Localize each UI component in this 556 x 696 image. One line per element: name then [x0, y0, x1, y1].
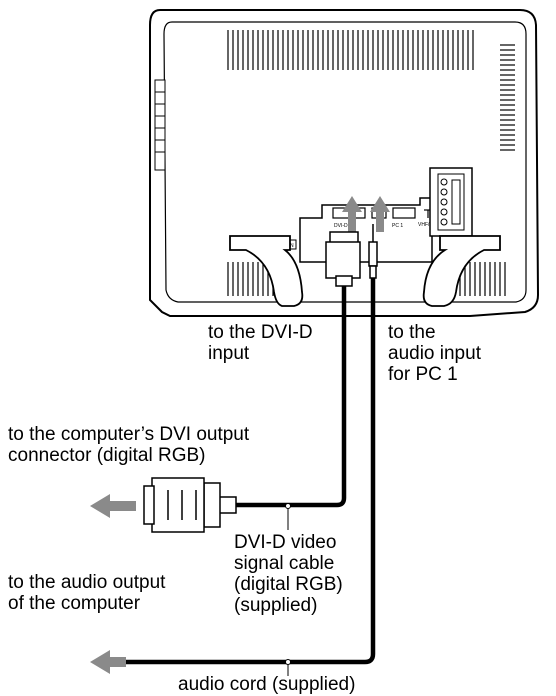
audio-output-label: to the audio output of the computer	[8, 572, 166, 614]
arrow-up-icon	[342, 196, 390, 232]
dvi-cable	[236, 286, 347, 508]
pc-port-label: PC 1	[392, 223, 403, 229]
dvi-port-label: DVI-D	[334, 223, 348, 229]
side-buttons	[154, 79, 166, 171]
scart-connector-icon	[429, 167, 473, 237]
dvi-computer-connector	[143, 477, 237, 533]
audio-input-label: to the audio input for PC 1	[388, 322, 481, 385]
vhf-uhf-label: VHF/UHF	[418, 222, 440, 228]
pc2-port	[392, 207, 416, 219]
audio-cord-label: audio cord (supplied)	[178, 674, 356, 695]
cables	[126, 278, 376, 665]
audio-plug-icon	[368, 224, 378, 279]
arrow-left-icon	[90, 494, 136, 674]
monitor-stand	[229, 235, 501, 307]
dvi-connector-icon	[325, 231, 361, 287]
computer-dvi-output-label: to the computer’s DVI output connector (…	[8, 424, 250, 466]
callout-leaders	[285, 503, 291, 676]
dvi-cable-label: DVI-D video signal cable (digital RGB) (…	[234, 532, 343, 616]
audio-cord	[126, 278, 376, 665]
dvi-input-label: to the DVI-D input	[208, 322, 313, 364]
